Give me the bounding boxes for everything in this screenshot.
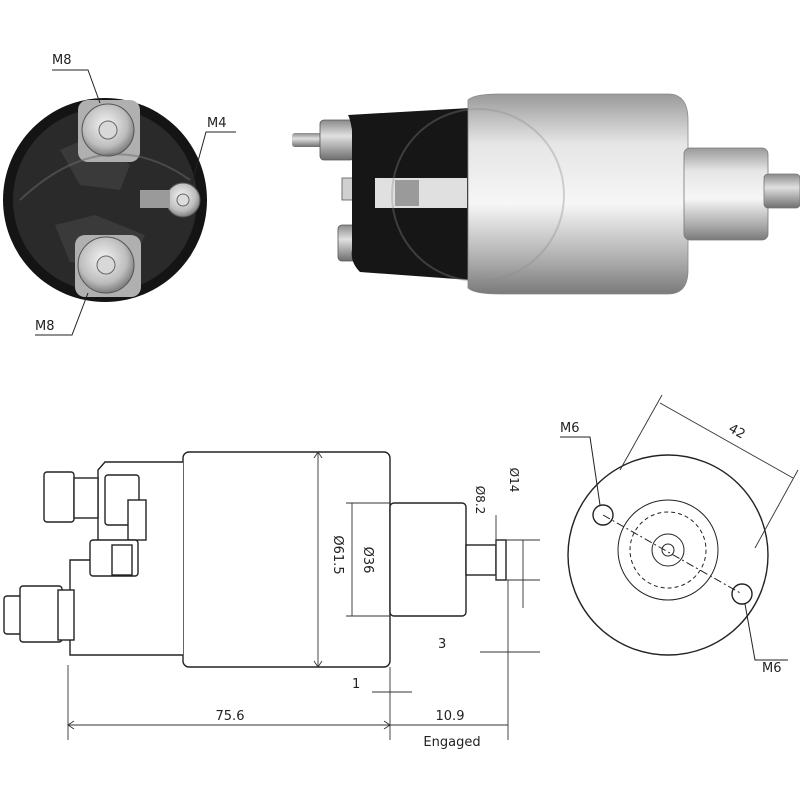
terminal-mid-stud [111,544,133,576]
dim-span-ext-a [619,394,663,471]
label-rod-diameter-1: Ø8.2 [473,486,487,515]
leader-bottom [35,292,89,336]
terminal-upper-washer [73,477,99,519]
side-rod [763,173,800,209]
cap-inner [13,108,197,292]
label-hole-top: M6 [560,421,580,436]
dim-span-ext-b [754,469,799,549]
label-terminal-right: M4 [207,116,227,131]
terminal-right-stud [176,193,190,207]
label-length-total: 75.6 [216,709,245,724]
side-elevation-drawing: Ø61.5 Ø36 Ø8.2 Ø14 3 75.6 1 10.9 Engaged [3,451,540,750]
label-rod-diameter-2: Ø14 [507,468,521,493]
terminal-upper-clip [127,499,147,541]
label-body-diameter: Ø61.5 [330,535,345,574]
end-centerline [602,514,743,595]
dim-body-arrows [313,451,323,668]
leader-right [191,131,236,184]
label-stroke: 10.9 [436,709,465,724]
terminal-upper-nut [43,471,75,523]
side-housing [467,93,689,295]
end-ring-inner [629,511,707,589]
dim-span-line [659,402,794,479]
watermark-arc [19,153,191,201]
cap-molding [60,135,130,190]
label-terminal-top: M8 [52,53,72,68]
stud-top-nut [319,119,355,161]
terminal-right-strap [140,190,170,208]
label-stroke-note: Engaged [423,735,480,750]
side-cap-terminal [395,180,419,206]
body-outline [182,451,391,668]
leader-top [52,69,101,104]
rod-outline [465,544,497,576]
end-ring-outer [617,499,719,601]
end-hub-center [661,543,675,557]
end-hub [651,533,685,567]
label-offset: 3 [438,637,446,652]
side-view-photo [292,93,800,295]
stud-top-shaft [292,133,328,147]
side-cap-band [375,178,467,208]
label-length-gap: 1 [352,677,360,692]
rod-tip [495,539,507,581]
terminal-bottom-stud [96,255,116,275]
plunger-outline [389,502,467,617]
terminal-lower-washer [57,589,75,641]
leader-hole-top [560,436,601,506]
label-plunger-diameter: Ø36 [360,547,375,574]
leader-hole-bottom [744,603,788,661]
label-hole-bottom: M6 [762,661,782,676]
end-view-drawing: 42 M6 M6 [560,394,799,676]
terminal-top-stud [98,120,118,140]
label-terminal-bottom: M8 [35,319,55,334]
end-outer-circle [567,454,769,656]
label-span: 42 [726,421,748,442]
side-plunger [683,147,769,241]
front-view-photo: M8 M4 M8 [3,53,236,336]
end-hole-bottom [731,583,753,605]
watermark-circle [391,108,565,282]
terminal-lower-nut [19,585,63,643]
